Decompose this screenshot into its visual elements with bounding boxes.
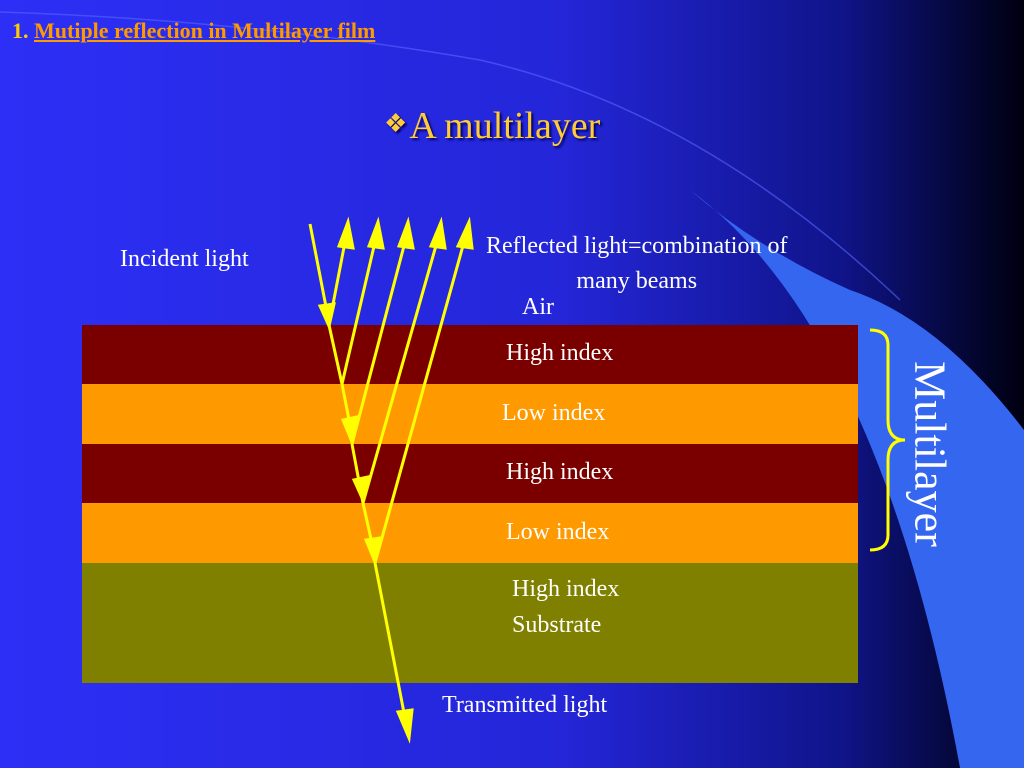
reflected-ray-4 [361,241,439,504]
incident-light-label: Incident light [120,246,249,272]
slide-subtitle: ❖A multilayer [384,104,600,148]
swoosh-shape [690,190,1024,768]
reflected-arrowhead-3 [396,216,415,250]
multilayer-stack [82,325,858,683]
transmitted-light-label: Transmitted light [442,692,608,718]
arc-line [0,11,901,301]
layer-1 [82,325,858,384]
reflected-light-label: Reflected light=combination of many beam… [486,229,787,299]
refracted-ray-1 [327,324,344,385]
refracted-arrowhead-2 [351,475,370,505]
incident-ray [308,223,329,313]
layer-2-label: Low index [502,400,606,426]
substrate-layer [82,563,858,683]
reflected-light-line-2: many beams [576,268,698,294]
reflected-ray-5 [373,241,466,564]
reflected-ray-3 [350,241,407,445]
reflected-arrowhead-2 [366,216,385,250]
reflected-arrowhead-4 [428,216,447,250]
transmitted-ray [373,562,407,719]
reflected-arrowhead-5 [455,216,474,250]
substrate-label-line-2: Substrate [512,612,602,638]
layer-4-label: Low index [506,519,610,545]
diamond-bullet-icon: ❖ [384,109,408,138]
slide-heading: 1. Mutiple reflection in Multilayer film [12,18,375,44]
reflected-arrowhead-1 [336,216,355,250]
air-label: Air [522,294,554,320]
multilayer-brace [869,328,906,552]
layer-4 [82,503,858,563]
reflected-ray-1 [327,241,347,326]
transmitted-arrowhead [395,708,414,744]
multilayer-label: Multilayer [905,361,955,547]
reflected-light-line-1: Reflected light=combination of [486,233,788,259]
subtitle-text: A multilayer [409,105,601,147]
layer-2 [82,384,858,444]
layer-1-label: High index [506,340,614,366]
heading-link[interactable]: Mutiple reflection in Multilayer film [34,18,376,43]
layer-3-label: High index [506,459,614,485]
heading-number: 1. [12,18,29,43]
layer-3 [82,444,858,503]
light-rays [308,216,474,744]
substrate-label-line-1: High index [512,576,620,602]
reflected-ray-2 [340,241,377,385]
